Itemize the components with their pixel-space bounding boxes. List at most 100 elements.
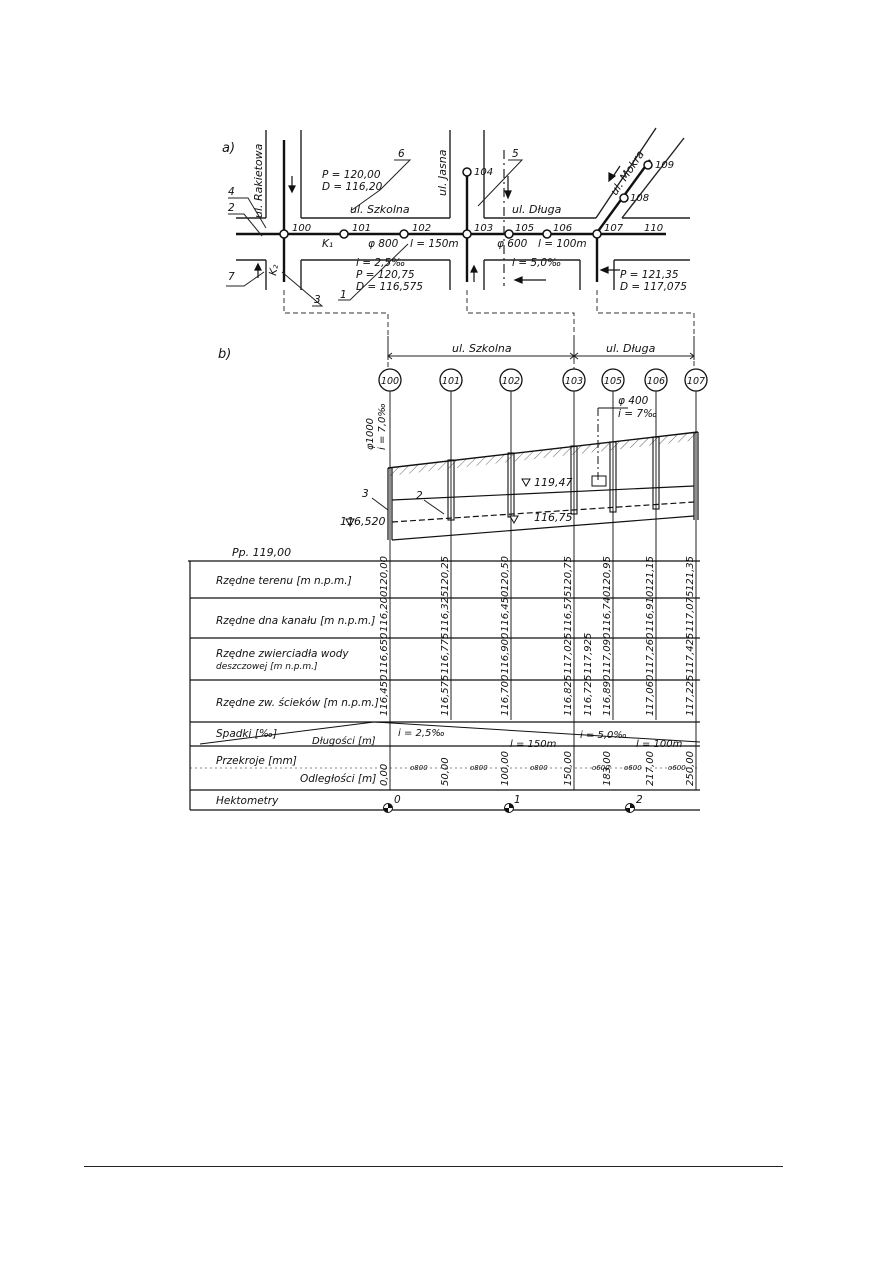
plan-well-label-109: 109 xyxy=(655,160,674,171)
table-cell-r1-c2: 116,450 xyxy=(500,591,511,632)
plan-szkolna-diameter: φ 800 xyxy=(368,238,399,250)
profile-well-label-105: 105 xyxy=(604,376,622,387)
profile-callout-2: 2 xyxy=(416,490,423,502)
profile-inlet-slope: i = 7,0‰ xyxy=(377,403,388,450)
plan-street-jasna: ul. Jasna xyxy=(436,149,449,196)
table-cell-r0-c1: 120,25 xyxy=(440,556,451,591)
profile-terrain-hatch xyxy=(388,432,698,476)
plan-well-108 xyxy=(619,193,629,203)
plan-well-label-104: 104 xyxy=(474,167,493,178)
plan-well-102 xyxy=(399,229,409,239)
plan-well-103 xyxy=(462,229,472,239)
table-cell-r1-c6: 117,075 xyxy=(685,591,696,632)
plan-szkolna-bottom: D = 116,575 xyxy=(356,281,423,293)
profile-level-marks xyxy=(345,478,531,528)
plan-callout-2: 2 xyxy=(228,202,235,214)
plan-node107-bottom: D = 117,075 xyxy=(620,281,687,293)
profile-label: b) xyxy=(218,347,231,362)
plan-callout-4: 4 xyxy=(228,186,235,198)
table-cell-r3-c0: 116,450 xyxy=(379,675,390,716)
plan-node107-terrain: P = 121,35 xyxy=(620,269,679,281)
plan-szkolna-terrain: P = 120,75 xyxy=(356,269,415,281)
profile-datum: Pp. 119,00 xyxy=(232,546,291,559)
plan-street-szkolna: ul. Szkolna xyxy=(350,203,410,216)
table-row-labels: Rzędne terenu [m n.p.m.] Rzędne dna kana… xyxy=(216,575,379,807)
table-hectometer-0: 0 xyxy=(394,794,401,806)
plan-street-outlines xyxy=(236,127,690,290)
table-label-hectometers: Hektometry xyxy=(216,795,279,807)
table-cell-r1-c1: 116,325 xyxy=(440,591,451,632)
table-cell-r3-c4: 116,890 xyxy=(602,675,613,716)
plan-well-109 xyxy=(643,160,653,170)
table-cell-r3-c2: 116,700 xyxy=(500,675,511,716)
profile-callout-leaders xyxy=(371,497,445,515)
plan-well-label-101: 101 xyxy=(352,223,371,234)
profile-callout-3: 3 xyxy=(362,488,369,500)
table-label-sections: Przekroje [mm] xyxy=(216,755,297,767)
table-section-2: o800 xyxy=(530,764,548,772)
plan-callout-5: 5 xyxy=(512,148,519,160)
plan-callout-leaders xyxy=(226,159,524,307)
table-label-slopes: Spadki [‰] xyxy=(216,728,277,740)
profile-table: Rzędne terenu [m n.p.m.] Rzędne dna kana… xyxy=(189,556,701,813)
plan-well-label-106: 106 xyxy=(553,223,572,234)
table-cell-r3-c3: 116,825 xyxy=(563,675,574,716)
page-footer-rule xyxy=(84,1166,783,1167)
plan-projection-lines xyxy=(283,290,695,370)
plan-szkolna-length: l = 150m xyxy=(410,238,459,250)
plan-well-label-102: 102 xyxy=(412,223,431,234)
table-cell-r0-c0: 120,00 xyxy=(379,556,390,591)
plan-callout-7: 7 xyxy=(228,271,235,283)
plan-wells xyxy=(279,160,653,239)
table-slope-szkolna: i = 2,5‰ xyxy=(398,728,445,739)
table-hectometer-1: 1 xyxy=(514,794,521,806)
profile-well-label-101: 101 xyxy=(442,376,460,387)
table-section-4: o600 xyxy=(624,764,642,772)
plan-k1-label: K₁ xyxy=(322,238,333,250)
plan-well-100 xyxy=(279,229,289,239)
profile-well-label-106: 106 xyxy=(647,376,665,387)
profile-terrain-line xyxy=(387,431,699,469)
table-label-bottom: Rzędne dna kanału [m n.p.m.] xyxy=(216,615,375,627)
table-section-5: o600 xyxy=(668,764,686,772)
table-label-lengths: Długości [m] xyxy=(312,735,376,747)
plan-well-label-107: 107 xyxy=(604,223,624,234)
table-hectometer-2: 2 xyxy=(636,794,643,806)
profile-well-label-102: 102 xyxy=(502,376,520,387)
table-distance-4: 183,00 xyxy=(602,751,613,786)
table-cell-r1-c0: 116,200 xyxy=(379,591,390,632)
table-slope-dluga: i = 5,0‰ xyxy=(580,730,627,741)
table-length-szkolna: l = 150m xyxy=(510,739,557,750)
plan-dluga-length: l = 100m xyxy=(538,238,587,250)
plan-street-dluga: ul. Długa xyxy=(512,203,562,216)
table-distance-2: 100,00 xyxy=(500,751,511,786)
table-distance-3: 150,00 xyxy=(563,751,574,786)
profile-trench xyxy=(387,432,699,541)
table-cell-r2-c6: 117,425 xyxy=(685,633,696,674)
profile-street-dimension xyxy=(387,336,695,360)
plan-well-label-108: 108 xyxy=(630,193,649,204)
plan-k2-label: K₂ xyxy=(267,263,281,277)
profile-street-dluga: ul. Długa xyxy=(606,342,656,355)
table-cell-r0-c6: 121,35 xyxy=(685,556,696,591)
table-section-1: o800 xyxy=(470,764,488,772)
table-label-rainwater-2: deszczowej [m n.p.m.] xyxy=(216,662,318,672)
table-length-dluga: l = 100m xyxy=(636,739,683,750)
table-cell-r2-c2: 116,900 xyxy=(500,633,511,674)
table-cell-r2-c1: 116,775 xyxy=(440,633,451,674)
table-cell-r0-c2: 120,50 xyxy=(500,556,511,591)
plan-label: a) xyxy=(222,141,235,156)
plan-callout-3: 3 xyxy=(314,294,321,306)
plan-well-104 xyxy=(462,167,472,177)
table-cell-r3-c1: 116,575 xyxy=(440,675,451,716)
plan-node100-terrain: P = 120,00 xyxy=(322,169,381,181)
table-cell-r0-c4: 120,95 xyxy=(602,556,613,591)
table-label-sewage: Rzędne zw. ścieków [m n.p.m.] xyxy=(216,697,379,709)
table-cell-r1-c5: 116,910 xyxy=(645,591,656,632)
table-label-rainwater: Rzędne zwierciadła wody xyxy=(216,648,349,660)
table-distance-6: 250,00 xyxy=(685,751,696,786)
plan-callout-6: 6 xyxy=(398,148,405,160)
plan-well-label-110: 110 xyxy=(644,223,663,234)
profile-well-label-107: 107 xyxy=(687,376,705,387)
